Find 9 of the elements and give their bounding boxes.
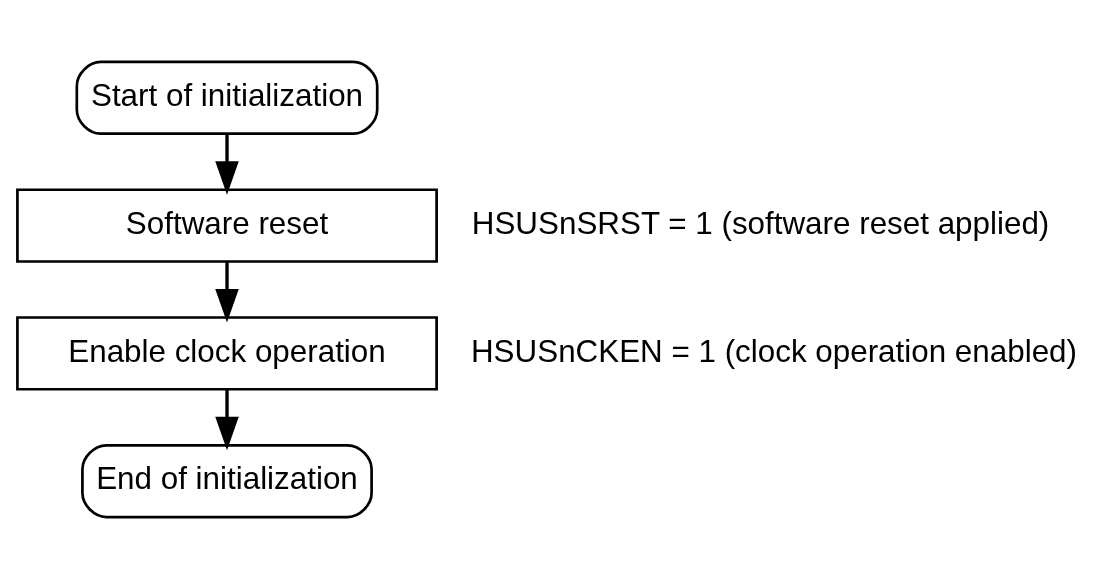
node-label: HSUSnCKEN = 1 (clock operation enabled) <box>470 333 1078 369</box>
arrow <box>215 389 239 451</box>
arrow <box>215 261 239 323</box>
node-box: Enable clock operation <box>16 316 438 391</box>
node-box: Software reset <box>16 188 438 263</box>
node-box: Start of initialization <box>75 60 379 136</box>
node-box: End of initialization <box>81 443 373 519</box>
node-label: HSUSnSRST = 1 (software reset applied) <box>471 205 1050 241</box>
arrow <box>215 133 239 195</box>
